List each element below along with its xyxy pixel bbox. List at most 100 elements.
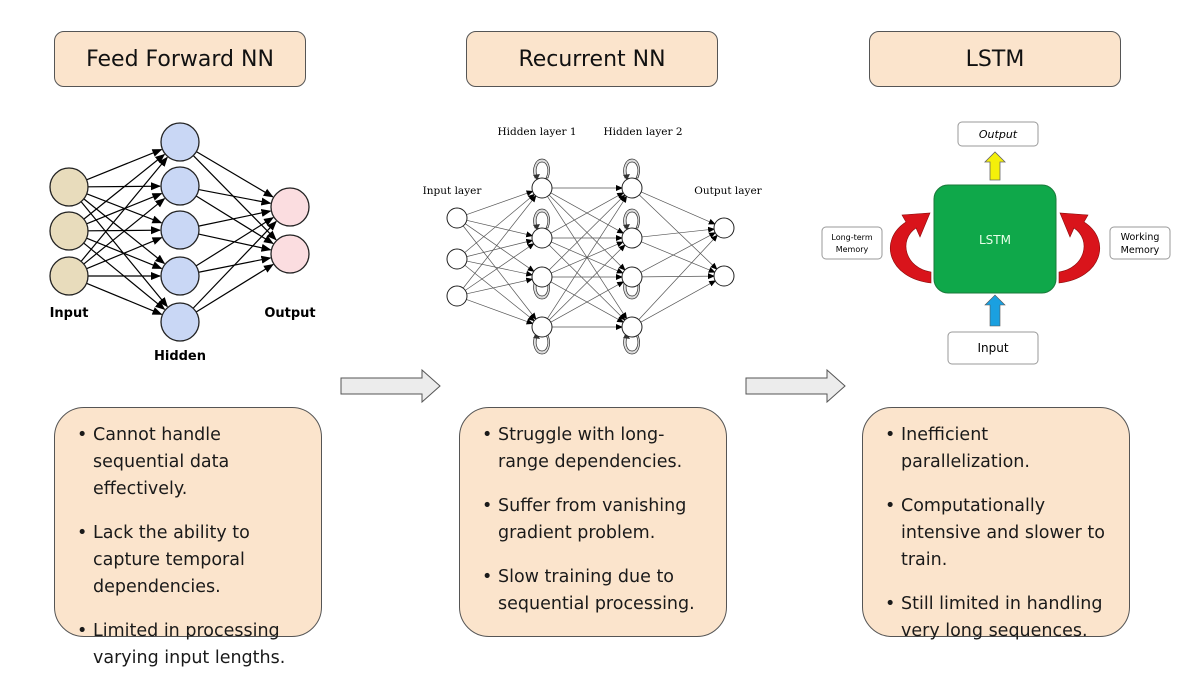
rnn-to-lstm-arrow-icon bbox=[745, 368, 846, 404]
rnn-node bbox=[531, 177, 553, 199]
rnn-input-label: Input layer bbox=[423, 185, 483, 197]
rnn-edge bbox=[638, 234, 718, 320]
ffnn-node bbox=[160, 210, 200, 250]
ffnn-edge bbox=[192, 220, 277, 309]
lstm-input-label: Input bbox=[977, 341, 1008, 355]
recurrent-loop-icon bbox=[623, 208, 640, 230]
rnn-bullet: Suffer from vanishing gradient problem. bbox=[482, 493, 712, 547]
ffnn-edge bbox=[86, 237, 163, 270]
rnn-edge bbox=[462, 225, 537, 320]
lstm-output-label: Output bbox=[979, 128, 1018, 141]
ffnn-edge bbox=[83, 197, 166, 265]
output-arrow-icon bbox=[984, 151, 1006, 181]
rnn-edge bbox=[466, 219, 534, 238]
ffnn-edge bbox=[195, 263, 274, 313]
rnn-limitations-card: Struggle with long-range dependencies. S… bbox=[459, 407, 727, 637]
lstm-title: LSTM bbox=[869, 31, 1121, 87]
lstm-bullet: Inefficient parallelization. bbox=[885, 422, 1115, 476]
rnn-node bbox=[621, 177, 643, 199]
rnn-bullet: Slow training due to sequential processi… bbox=[482, 564, 712, 618]
rnn-edge bbox=[466, 277, 534, 295]
rnn-node bbox=[446, 285, 468, 307]
rnn-edge bbox=[550, 192, 625, 234]
ffnn-edge bbox=[80, 156, 168, 262]
lstm-bullet: Computationally intensive and slower to … bbox=[885, 493, 1115, 574]
rnn-edge bbox=[638, 194, 718, 270]
rnn-node bbox=[446, 207, 468, 229]
ffnn-node bbox=[49, 167, 89, 207]
ffnn-edge bbox=[195, 195, 274, 245]
lstm-input-box bbox=[947, 331, 1039, 365]
long-term-memory-arrow-icon bbox=[889, 212, 932, 284]
ffnn-edge bbox=[86, 148, 163, 181]
ffnn-edge bbox=[86, 282, 163, 315]
rnn-node bbox=[621, 266, 643, 288]
rnn-node bbox=[713, 265, 735, 287]
ffnn-edge bbox=[192, 155, 277, 241]
rnn-edge bbox=[548, 244, 626, 321]
ffnn-hidden-label: Hidden bbox=[154, 349, 206, 364]
ffnn-to-rnn-arrow-icon bbox=[340, 368, 441, 404]
lstm-diagram: Output LSTM Long-term Memory Working Mem… bbox=[821, 121, 1171, 365]
ffnn-node bbox=[160, 166, 200, 206]
lstm-limitations-card: Inefficient parallelization. Computation… bbox=[862, 407, 1130, 641]
rnn-edge bbox=[550, 281, 625, 323]
rnn-edge bbox=[547, 195, 628, 319]
rnn-node bbox=[621, 227, 643, 249]
ffnn-edge bbox=[195, 217, 274, 267]
ffnn-node bbox=[270, 234, 310, 274]
rnn-edge bbox=[466, 238, 534, 257]
rnn-hidden1-label: Hidden layer 1 bbox=[497, 126, 576, 138]
ffnn-bullet: Limited in processing varying input leng… bbox=[77, 618, 307, 672]
rnn-edge bbox=[462, 195, 537, 289]
ffnn-edge bbox=[198, 188, 272, 206]
ffnn-edge bbox=[80, 201, 168, 308]
ffnn-node bbox=[49, 211, 89, 251]
rnn-edge bbox=[466, 299, 534, 325]
input-arrow-icon bbox=[984, 294, 1006, 327]
working-memory-box bbox=[1109, 226, 1171, 260]
rnn-bullet: Struggle with long-range dependencies. bbox=[482, 422, 712, 476]
ffnn-node bbox=[160, 122, 200, 162]
ffnn-bullet: Lack the ability to capture temporal dep… bbox=[77, 520, 307, 601]
lstm-core bbox=[933, 184, 1057, 294]
rnn-edge bbox=[466, 260, 534, 277]
ffnn-edge bbox=[198, 209, 272, 227]
recurrent-loop-icon bbox=[533, 208, 550, 230]
rnn-edge bbox=[641, 191, 716, 225]
ffnn-node bbox=[160, 302, 200, 342]
lstm-core-label: LSTM bbox=[979, 233, 1011, 247]
rnn-edge bbox=[548, 194, 626, 271]
long-term-memory-label-1: Long-term bbox=[831, 233, 872, 242]
ffnn-bullet: Cannot handle sequential data effectivel… bbox=[77, 422, 307, 503]
rnn-edge bbox=[641, 226, 716, 238]
ffnn-edge bbox=[83, 153, 166, 220]
ffnn-node bbox=[270, 187, 310, 227]
rnn-node bbox=[531, 227, 553, 249]
working-memory-arrow-icon bbox=[1058, 212, 1101, 284]
ffnn-limitations-card: Cannot handle sequential data effectivel… bbox=[54, 407, 322, 668]
ffnn-edge bbox=[87, 226, 162, 235]
rnn-node bbox=[713, 217, 735, 239]
rnn-title: Recurrent NN bbox=[466, 31, 718, 87]
ffnn-node bbox=[160, 256, 200, 296]
long-term-memory-label-2: Memory bbox=[836, 245, 869, 254]
rnn-edge bbox=[466, 190, 534, 216]
rnn-node bbox=[621, 316, 643, 338]
rnn-edge bbox=[640, 232, 717, 273]
rnn-edge bbox=[464, 193, 536, 253]
recurrent-loop-icon bbox=[623, 158, 640, 180]
rnn-node bbox=[446, 248, 468, 270]
long-term-memory-box bbox=[821, 226, 883, 260]
ffnn-input-label: Input bbox=[50, 306, 89, 321]
rnn-edge bbox=[641, 273, 716, 280]
rnn-edge bbox=[464, 264, 535, 322]
lstm-bullet: Still limited in handling very long sequ… bbox=[885, 591, 1115, 645]
lstm-output-box bbox=[957, 121, 1039, 147]
rnn-edge bbox=[641, 241, 716, 273]
rnn-hidden2-label: Hidden layer 2 bbox=[603, 126, 682, 138]
rnn-edge bbox=[640, 280, 717, 323]
ffnn-output-label: Output bbox=[264, 306, 315, 321]
rnn-output-label: Output layer bbox=[694, 185, 762, 197]
rnn-node bbox=[531, 316, 553, 338]
